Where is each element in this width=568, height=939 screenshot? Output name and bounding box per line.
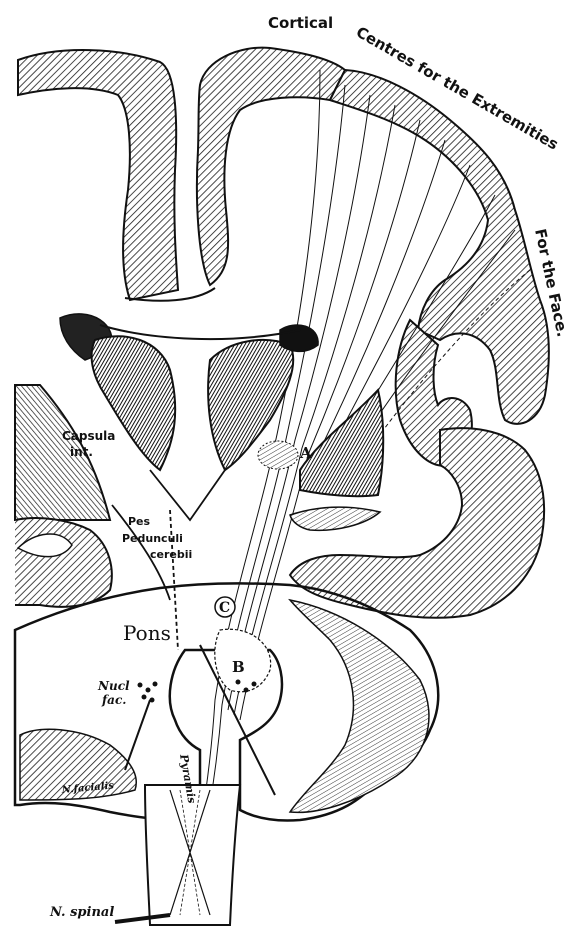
label-int: int. [70,445,93,459]
left-lateral-region [15,385,112,607]
left-upper-cortex [18,48,345,301]
right-cortex [290,70,549,618]
label-pedunculi: Pedunculi [122,532,183,545]
medulla-spinal [115,785,240,925]
label-cerebii: cerebii [150,548,192,561]
label-pes: Pes [128,515,151,528]
lesion-a [258,441,298,469]
label-a: A [299,444,312,462]
label-n-spinal: N. spinal [49,905,114,920]
label-fac: fac. [101,693,126,707]
label-cortical: Cortical [268,14,333,32]
label-pons: Pons [123,621,171,645]
label-b: B [232,658,245,676]
label-capsula: Capsula [62,429,115,443]
label-nucl: Nucl [97,679,130,693]
label-c: C [219,600,230,616]
